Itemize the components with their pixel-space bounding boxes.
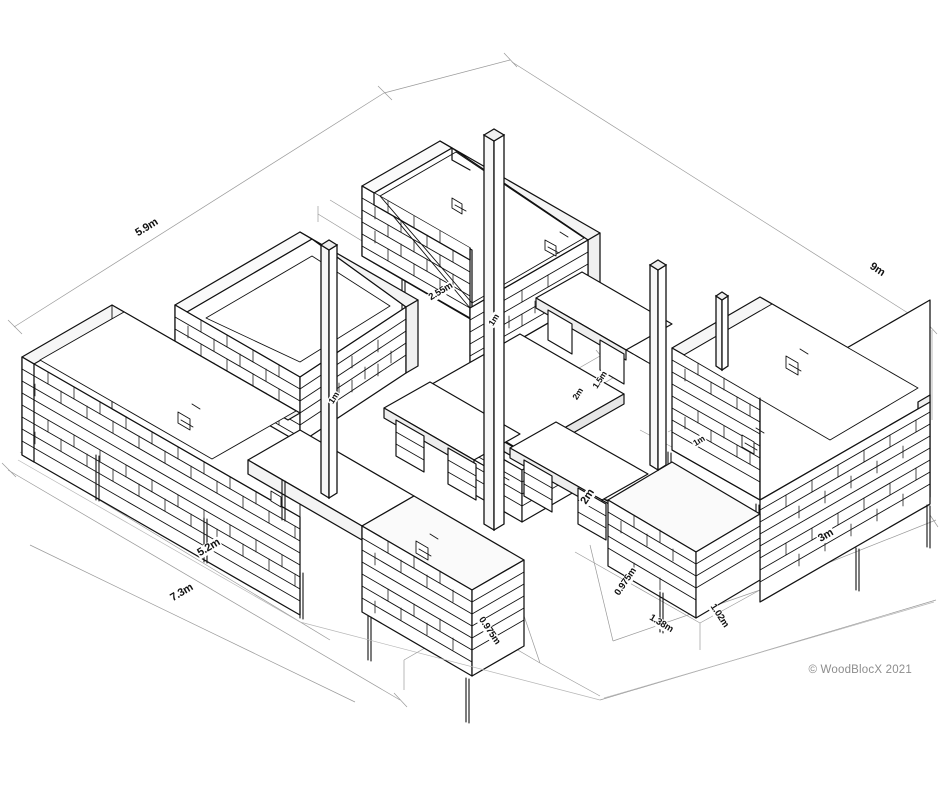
planter-southeast — [607, 461, 761, 634]
copyright-notice: © WoodBlocX 2021 — [808, 664, 912, 676]
ground-lines — [17, 459, 935, 701]
bench-north — [535, 271, 673, 385]
planter-east — [667, 296, 931, 603]
pergola-posts — [319, 128, 730, 532]
planter-west — [21, 304, 304, 620]
planter-south — [247, 429, 525, 724]
